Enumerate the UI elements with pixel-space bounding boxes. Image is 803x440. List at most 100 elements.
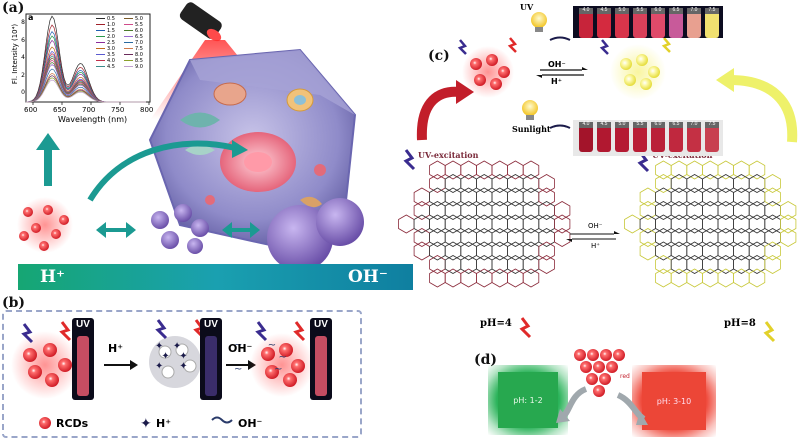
hexagon-ring [538,255,555,274]
lightning-icon [519,317,532,339]
legend-entry: 4.5 [96,64,124,70]
chart-xlabel: Wavelength (nm) [58,115,128,124]
hexagon-ring [748,228,766,247]
sample-vial: 4.5 [597,7,611,38]
hexagon-ring [413,187,431,207]
hexagon-ring [491,228,508,247]
lightning-icon [637,151,650,173]
hexagon-ring [748,160,766,180]
hexagon-ring [491,174,508,193]
hexagon-ring [538,214,555,234]
hexagon-ring [701,187,719,207]
legend-entry: 4.0 [96,58,124,64]
hexagon-ring [748,214,766,234]
hexagon-ring [655,255,672,274]
sample-vial: 4.0 [579,121,593,152]
hexagon-ring [764,201,781,220]
gradient-right-label: OH⁻ [348,267,388,287]
legend-entry: 5.5 [124,22,152,28]
hexagon-ring [670,201,688,220]
hexagon-ring [701,174,719,193]
legend-entry: 3.5 [96,52,124,58]
hexagon-ring [670,228,688,247]
proton-legend-icon: ✦ [140,416,152,432]
hexagon-ring [655,160,672,180]
hexagon-ring [522,201,540,220]
hexagon-ring [476,241,493,261]
legend-entry: 6.5 [124,34,152,40]
green-ph-box: pH: 1-2 [498,372,558,428]
lightning-icon [507,37,518,53]
hexagon-ring [733,228,750,247]
sample-vial: 5.5 [633,7,647,38]
hexagon-ring [655,201,672,220]
legend-entry: 2.0 [96,34,124,40]
hexagon-ring [444,268,462,288]
hexagon-ring [639,187,657,207]
hexagon-ring [733,214,750,234]
equilibrium-arrow-2 [222,222,260,238]
hexagon-ring [460,174,477,193]
hexagon-ring [733,174,750,193]
hexagon-ring [491,255,508,274]
rcd-group-protonated [149,336,201,388]
hexagon-ring [538,201,555,220]
legend-entry: 3.0 [96,46,124,52]
sample-vial: 6.0 [651,121,665,152]
sample-vial: 7.5 [705,7,719,38]
hexagon-ring [701,201,719,220]
hexagon-ring [476,228,493,247]
lightning-icon [599,39,610,55]
panel-label-d: (d) [474,352,498,368]
hexagon-ring [717,268,735,288]
legend-entry: 6.0 [124,28,152,34]
uv-tube-3: UV [310,318,332,400]
hexagon-ring [670,160,688,180]
hexagon-ring [748,241,766,261]
hexagon-ring [476,174,493,193]
hexagon-ring [522,160,540,180]
gradient-left-label: H⁺ [40,267,66,287]
hexagon-ring [686,241,703,261]
hexagon-ring [444,187,462,207]
hexagon-ring [476,268,493,288]
up-arrow [44,148,52,186]
sample-vial: 6.5 [669,121,683,152]
lightning-icon [21,323,34,344]
hexagon-ring [444,160,462,180]
small-aggregates [151,204,209,254]
sample-vial: 6.5 [669,7,683,38]
hexagon-ring [748,174,766,193]
panel-label-b: (b) [2,295,26,311]
legend-entry: 0.5 [96,16,124,22]
panel-b-illustration: ✦ [11,319,314,432]
legend-entry: 1.5 [96,28,124,34]
hexagon-ring [655,241,672,261]
panel-label-c: (c) [428,48,450,64]
hexagon-ring [429,160,446,180]
hexagon-ring [522,214,540,234]
uv-label: UV [520,2,534,12]
hexagon-ring [522,187,540,207]
hexagon-ring [733,187,750,207]
sample-vial: 4.0 [579,7,593,38]
hexagon-ring [639,241,657,261]
yellow-curved-arrow [729,75,798,143]
hexagon-ring [429,214,446,234]
hexagon-ring [476,255,493,274]
yellow-dots-state [610,44,666,100]
hexagon-ring [491,214,508,234]
hexagon-ring [717,201,735,220]
hexagon-ring [460,214,477,234]
hexagon-ring [764,187,781,207]
sample-vial: 7.0 [687,121,701,152]
sample-vial: 6.0 [651,7,665,38]
panel-d-illustration [556,349,648,425]
equilibrium-arrow-1 [96,222,136,238]
hexagon-ring [398,214,415,234]
hexagon-ring [701,160,719,180]
panel-c-illustration [398,12,798,343]
hexagon-ring [507,268,524,288]
hexagon-ring [748,201,766,220]
